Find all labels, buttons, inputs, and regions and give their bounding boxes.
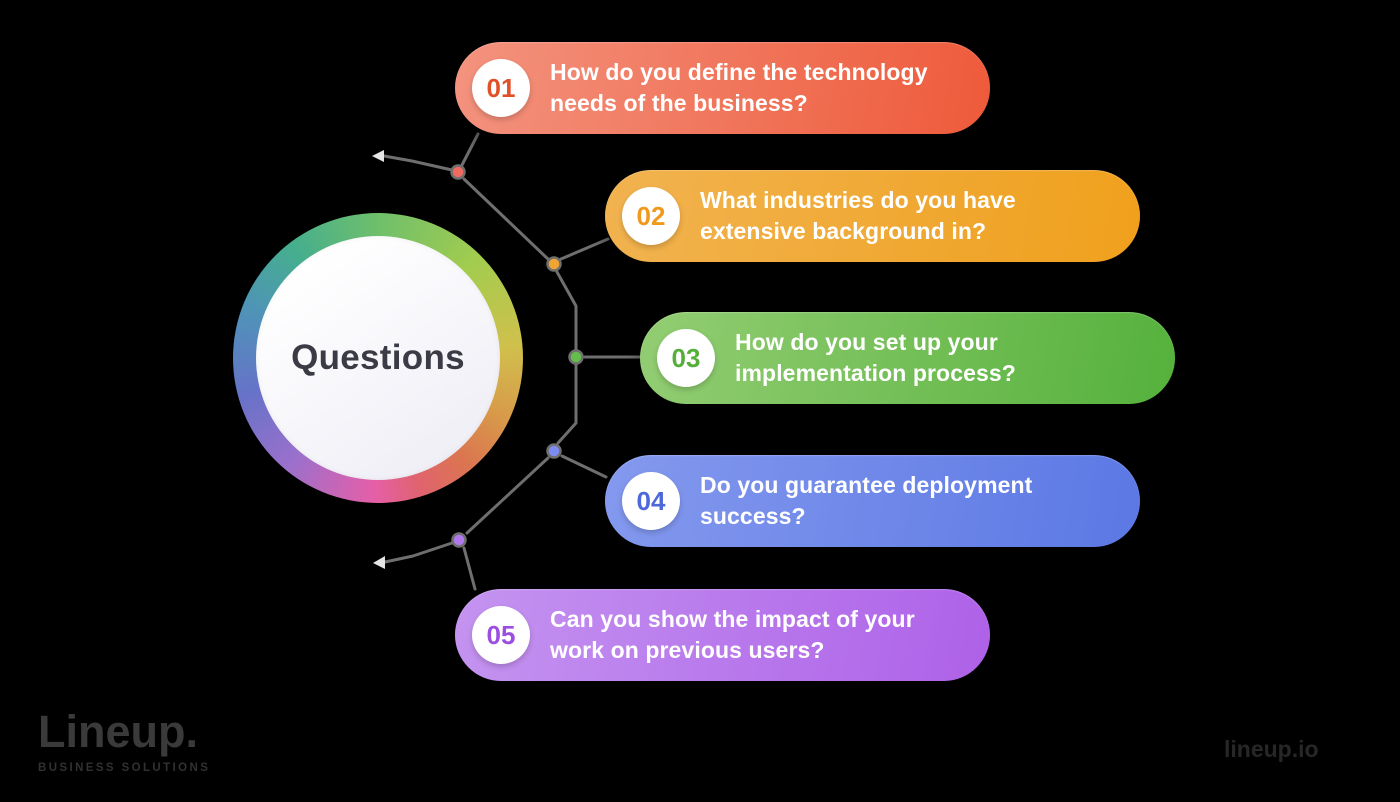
question-text-1: How do you define the technology needs o… (550, 59, 928, 116)
question-text-3: How do you set up your implementation pr… (735, 329, 1016, 386)
logo-block: Lineup. BUSINESS SOLUTIONS (38, 704, 210, 774)
logo-wordmark: Lineup. (38, 706, 198, 757)
number-badge-3: 03 (657, 329, 715, 387)
question-pill-4: 04 Do you guarantee deployment success? (605, 455, 1140, 547)
questions-title: Questions (291, 338, 465, 377)
question-text-4: Do you guarantee deployment success? (700, 472, 1033, 529)
pill-number: 02 (636, 200, 666, 231)
number-badge-1: 01 (472, 59, 530, 117)
questions-circle: Questions (256, 236, 500, 480)
dot-question-4 (546, 443, 562, 459)
dot-question-1 (450, 164, 466, 180)
logo-tagline: BUSINESS SOLUTIONS (38, 762, 211, 774)
question-pill-5: 05 Can you show the impact of your work … (455, 589, 990, 681)
left-arrow-icon (373, 556, 385, 569)
dot-question-3 (568, 349, 584, 365)
number-badge-4: 04 (622, 472, 680, 530)
dot-question-2 (546, 256, 562, 272)
question-text-5: Can you show the impact of your work on … (550, 606, 915, 663)
pill-number: 03 (671, 342, 701, 373)
number-badge-5: 05 (472, 606, 530, 664)
left-arrow-icon (372, 150, 384, 162)
watermark-text: lineup.io (1224, 736, 1319, 762)
pill-number: 04 (636, 485, 666, 516)
pill-number: 01 (486, 72, 516, 103)
question-text-2: What industries do you have extensive ba… (700, 187, 1016, 244)
question-pill-2: 02 What industries do you have extensive… (605, 170, 1140, 262)
question-pill-1: 01 How do you define the technology need… (455, 42, 990, 134)
questions-hub: Questions (233, 213, 523, 503)
number-badge-2: 02 (622, 187, 680, 245)
pill-number: 05 (486, 619, 516, 650)
question-pill-3: 03 How do you set up your implementation… (640, 312, 1175, 404)
dot-question-5 (451, 532, 467, 548)
